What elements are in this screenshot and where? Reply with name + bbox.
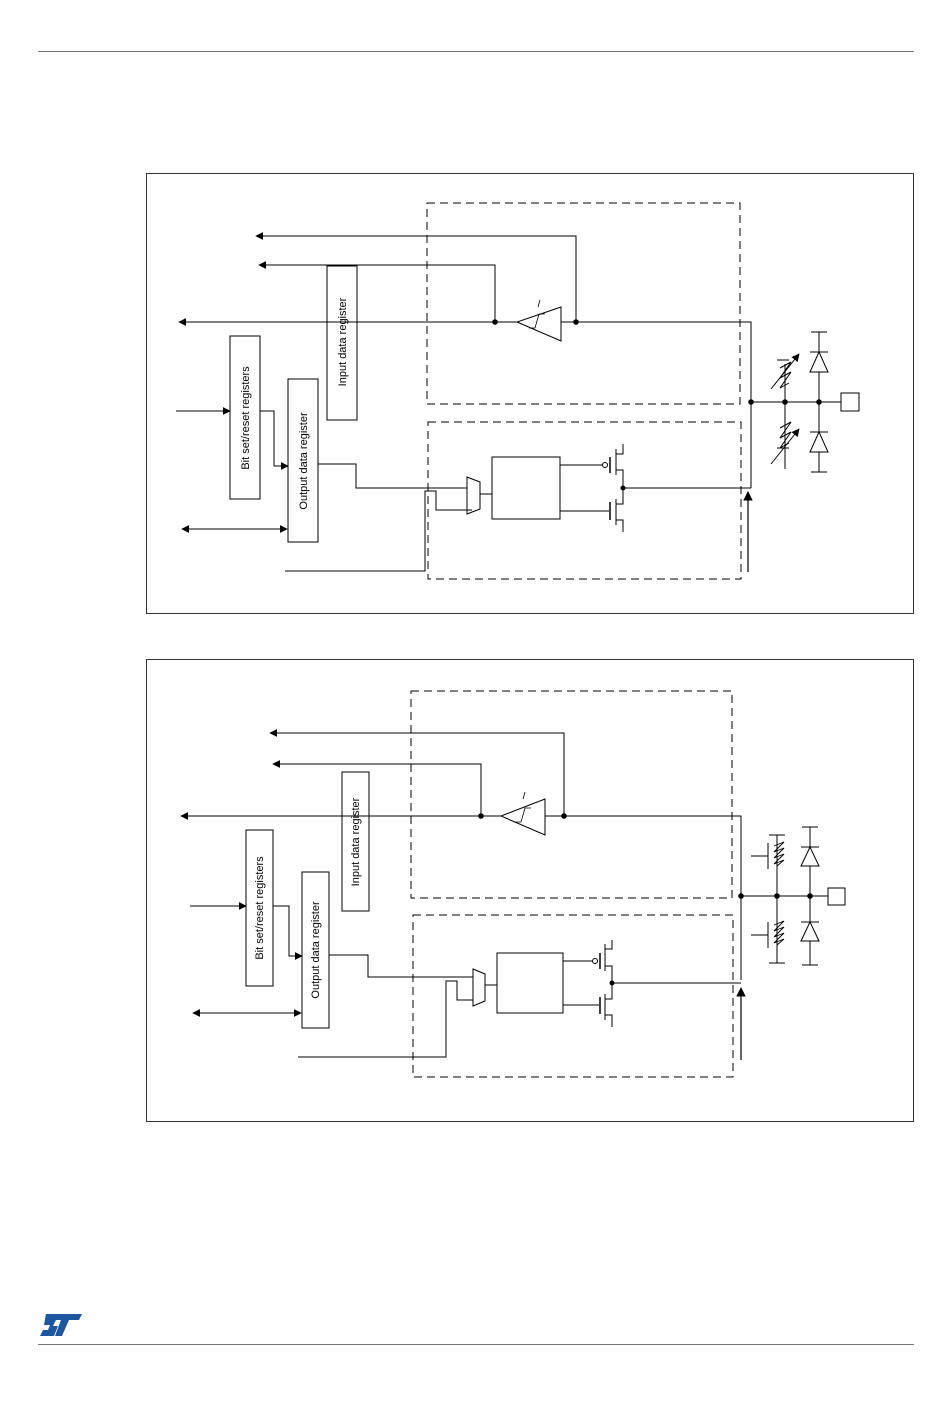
- schmitt-trigger: [501, 799, 545, 835]
- input-data-register-label: Input data register: [337, 297, 349, 386]
- output-control-box: [492, 457, 560, 519]
- output-mux: [467, 477, 480, 514]
- io-pin: [841, 393, 859, 411]
- header-rule: [38, 51, 914, 52]
- alternate-function-input-line: [260, 265, 495, 322]
- io-port-diagram-2: Input data register Bit set/reset regist…: [146, 659, 914, 1122]
- footer-rule: [38, 1344, 914, 1345]
- output-data-register-label: Output data register: [310, 901, 322, 999]
- io-port-schematic-2: Input data register Bit set/reset regist…: [147, 660, 913, 1121]
- schmitt-trigger: [517, 307, 561, 341]
- io-port-schematic-1: Input data register Bit set/reset regist…: [147, 174, 913, 613]
- output-mux: [473, 969, 485, 1006]
- input-driver-box: [411, 691, 732, 898]
- output-control-box: [497, 953, 563, 1013]
- input-data-register-label: Input data register: [350, 797, 362, 886]
- io-pin: [828, 888, 845, 905]
- io-port-diagram-1: Input data register Bit set/reset regist…: [146, 173, 914, 614]
- bit-set-reset-registers-label: Bit set/reset registers: [254, 856, 266, 960]
- bit-set-reset-registers-label: Bit set/reset registers: [240, 366, 252, 470]
- input-driver-box: [427, 203, 740, 404]
- output-driver-box: [413, 915, 733, 1077]
- st-logo-icon: [38, 1312, 84, 1338]
- pin-bus-line: [561, 322, 751, 488]
- analog-line: [257, 236, 576, 322]
- output-driver-box: [428, 422, 741, 579]
- output-data-register-label: Output data register: [298, 412, 310, 510]
